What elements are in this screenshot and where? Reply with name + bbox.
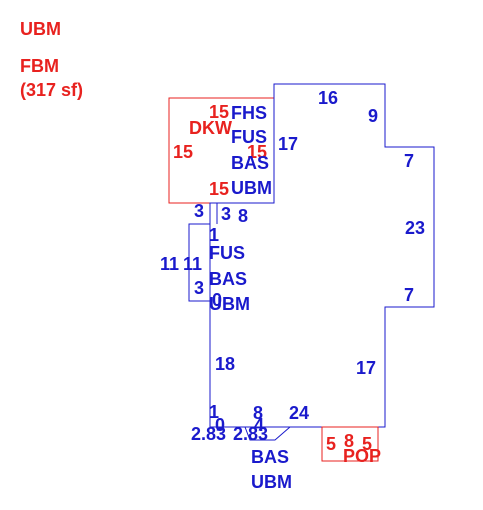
main-dim-23: 23 <box>405 218 425 238</box>
legend-fbm-area: (317 sf) <box>20 80 84 100</box>
bay-dim-11-left: 11 <box>160 254 179 274</box>
dkw-dim-right: 15 <box>247 142 267 162</box>
bay-dim-11-inner: 11 <box>183 254 202 274</box>
porch-dim-5-left: 5 <box>326 434 336 454</box>
main-dim-top: 16 <box>318 88 338 108</box>
legend-ubm: UBM <box>20 19 61 39</box>
main-dim-3-a: 3 <box>194 201 204 221</box>
porch-dim-8: 8 <box>344 431 354 451</box>
legend-fbm: FBM <box>20 56 59 76</box>
bottom-bay-label-ubm: UBM <box>251 472 292 492</box>
main-dim-2-83-b: 2.83 <box>233 424 268 444</box>
main-dim-7-a: 7 <box>404 151 414 171</box>
main-dim-17-right: 17 <box>356 358 376 378</box>
bay-dim-3: 3 <box>194 278 204 298</box>
main-label-fhs: FHS <box>231 103 267 123</box>
main-label-fus: FUS <box>231 127 267 147</box>
bottom-bay-label-bas: BAS <box>251 447 289 467</box>
bay-dim-0: 0 <box>212 290 222 310</box>
main-dim-7-b: 7 <box>404 285 414 305</box>
main-dim-3-b: 3 <box>221 204 231 224</box>
main-dim-2-83-a: 2.83 <box>191 424 226 444</box>
porch-outline <box>321 426 379 462</box>
porch-label: POP <box>343 446 381 466</box>
main-dim-9: 9 <box>368 106 378 126</box>
bay-label-bas: BAS <box>209 269 247 289</box>
main-dim-18: 18 <box>215 354 235 374</box>
main-dim-8-top: 8 <box>238 206 248 226</box>
main-dim-17-top: 17 <box>278 134 298 154</box>
main-dim-1-bottom: 1 <box>209 402 219 422</box>
main-dim-0-bottom: 0 <box>215 415 225 435</box>
dkw-label: DKW <box>189 118 232 138</box>
main-label-bas: BAS <box>231 153 269 173</box>
bay-label-fus: FUS <box>209 243 245 263</box>
main-outline <box>188 83 435 428</box>
dkw-dim-top: 15 <box>209 102 229 122</box>
main-dim-24: 24 <box>289 403 309 423</box>
dkw-dim-left: 15 <box>173 142 193 162</box>
bay-dim-1: 1 <box>209 225 219 245</box>
dkw-dim-bottom: 15 <box>209 179 229 199</box>
porch-dim-5-right: 5 <box>362 434 372 454</box>
bay-label-ubm: UBM <box>209 294 250 314</box>
main-dim-4: 4 <box>254 415 264 435</box>
bottom-bay-outline <box>244 426 291 441</box>
main-label-ubm: UBM <box>231 178 272 198</box>
main-dim-8-bottom: 8 <box>253 403 263 423</box>
